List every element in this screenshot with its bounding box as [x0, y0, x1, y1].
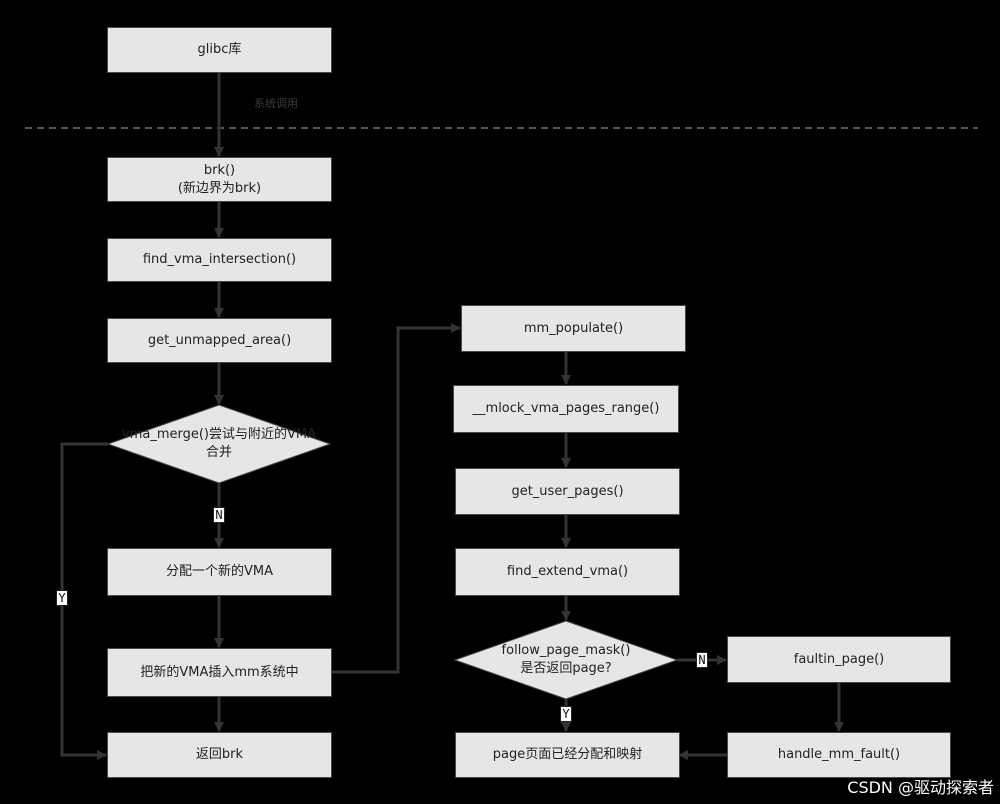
follow-no-label: N [696, 652, 708, 668]
arrow-insert-to-populate [332, 323, 461, 674]
get-unmapped-area-label: get_unmapped_area() [147, 332, 292, 348]
find-extend-vma-label: find_extend_vma() [506, 564, 629, 579]
mm-populate-label: mm_populate() [523, 320, 624, 336]
insert-vma-node: 把新的VMA插入mm系统中 [107, 648, 332, 697]
handle-mm-fault-node: handle_mm_fault() [727, 732, 951, 778]
mm-populate-node: mm_populate() [461, 305, 686, 352]
find-vma-intersection-node: find_vma_intersection() [107, 238, 332, 282]
arrow-merge-yes-to-return [60, 442, 108, 760]
get-unmapped-area-node: get_unmapped_area() [107, 318, 332, 363]
follow-yes-label: Y [560, 706, 572, 722]
alloc-vma-label: 分配一个新的VMA [165, 564, 273, 579]
return-brk-node: 返回brk [107, 732, 332, 778]
glibc-label: glibc库 [197, 42, 242, 57]
brk-node: brk() (新边界为brk) [107, 157, 332, 202]
brk-sublabel: (新边界为brk) [177, 180, 262, 196]
merge-no-label: N [213, 507, 225, 523]
follow-page-mask-label: follow_page_mask() [501, 643, 631, 658]
return-brk-label: 返回brk [195, 747, 244, 762]
faultin-page-label: faultin_page() [793, 651, 885, 667]
follow-page-mask-sublabel: 是否返回page? [520, 661, 612, 676]
insert-vma-label: 把新的VMA插入mm系统中 [140, 664, 299, 680]
handle-mm-fault-label: handle_mm_fault() [777, 747, 901, 762]
csdn-watermark: CSDN @驱动探索者 [847, 778, 994, 797]
get-user-pages-node: get_user_pages() [455, 468, 680, 515]
get-user-pages-label: get_user_pages() [511, 483, 624, 499]
page-mapped-label: page页面已经分配和映射 [492, 747, 643, 762]
find-extend-vma-node: find_extend_vma() [455, 548, 680, 596]
alloc-vma-node: 分配一个新的VMA [107, 548, 332, 596]
faultin-page-node: faultin_page() [727, 636, 951, 683]
follow-page-mask-text: follow_page_mask() 是否返回page? [455, 641, 677, 679]
find-vma-intersection-label: find_vma_intersection() [142, 252, 297, 267]
merge-yes-label: Y [56, 590, 68, 606]
syscall-note: 系统调用 [254, 97, 298, 110]
vma-merge-text: vma_merge()尝试与附近的VMA 合并 [108, 425, 330, 463]
vma-merge-sublabel: 合并 [205, 445, 232, 460]
vma-merge-label: vma_merge()尝试与附近的VMA [122, 427, 316, 442]
brk-label: brk() [203, 162, 236, 178]
page-mapped-node: page页面已经分配和映射 [455, 732, 680, 778]
mlock-vma-pages-range-node: __mlock_vma_pages_range() [453, 385, 679, 433]
mlock-vma-pages-range-label: __mlock_vma_pages_range() [472, 401, 660, 416]
glibc-node: glibc库 [107, 27, 332, 73]
